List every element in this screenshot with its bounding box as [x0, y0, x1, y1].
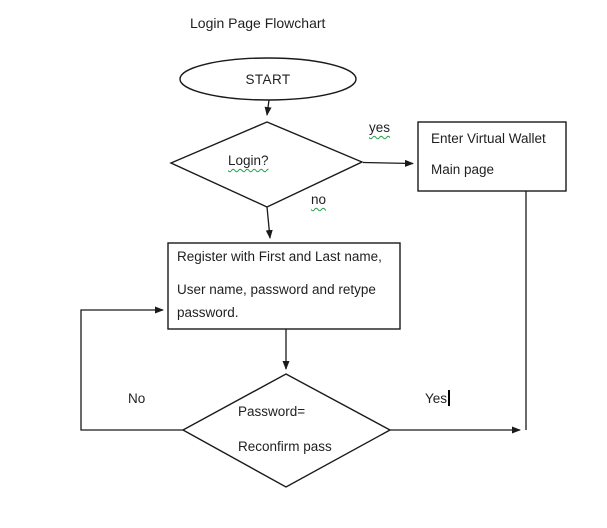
- password-decision-shape[interactable]: [181, 373, 392, 488]
- start-terminator-shape[interactable]: [179, 57, 357, 101]
- register-process-shape[interactable]: [167, 242, 401, 330]
- wallet-label-line2: Main page: [431, 162, 495, 177]
- login-decision-label: Login?: [228, 153, 269, 168]
- text-cursor: [448, 390, 451, 406]
- register-label-line2: User name, password and retype: [177, 282, 376, 297]
- page-title: Login Page Flowchart: [190, 15, 326, 31]
- connector-login-no-to-register[interactable]: [265, 206, 273, 239]
- password-check-label-line2: Reconfirm pass: [238, 439, 332, 454]
- edge-label-yes-check[interactable]: Yes: [425, 390, 451, 407]
- wallet-label-line1: Enter Virtual Wallet: [431, 131, 546, 146]
- edge-label-yes-login: yes: [369, 120, 391, 135]
- register-label-line1: Register with First and Last name,: [177, 249, 382, 264]
- wallet-process-shape[interactable]: [417, 121, 567, 192]
- login-decision-shape[interactable]: [169, 121, 364, 208]
- start-node-label: START: [180, 58, 356, 100]
- edge-label-yes-text: Yes: [425, 391, 448, 406]
- start-label-text: START: [245, 71, 291, 87]
- connector-login-yes-to-wallet[interactable]: [362, 159, 414, 167]
- password-check-label-line1: Password=: [238, 404, 306, 419]
- edge-label-no-login: no: [311, 192, 327, 207]
- edge-label-no-check: No: [128, 391, 146, 406]
- connector-start-to-login[interactable]: [264, 99, 272, 116]
- connector-check-no-loop-to-register[interactable]: [80, 306, 183, 431]
- register-label-line3: password.: [177, 305, 239, 320]
